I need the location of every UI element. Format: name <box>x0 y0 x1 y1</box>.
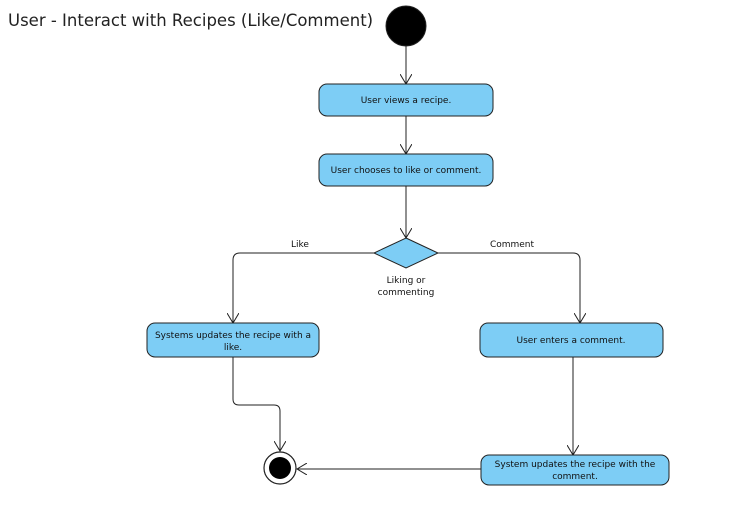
activity-system-updates-comment: System updates the recipe with the comme… <box>480 454 670 486</box>
activity-label: User enters a comment. <box>517 336 626 346</box>
edge-label-like: Like <box>291 240 309 250</box>
activity-label-line-2: comment. <box>552 472 598 482</box>
activity-view-recipe: User views a recipe. <box>318 83 494 117</box>
diagram-title: User - Interact with Recipes (Like/Comme… <box>8 11 373 30</box>
edge-label-comment: Comment <box>490 240 535 250</box>
final-node <box>263 451 297 485</box>
activity-label-line-2: like. <box>224 343 242 353</box>
activity-label-line-1: System updates the recipe with the <box>495 460 656 470</box>
activity-label: User chooses to like or comment. <box>331 166 482 176</box>
activity-system-updates-like: Systems updates the recipe with a like. <box>146 322 320 358</box>
activity-choose-like-or-comment: User chooses to like or comment. <box>318 153 494 187</box>
edge-decision-to-like <box>233 252 374 323</box>
activity-label: User views a recipe. <box>361 96 452 106</box>
activity-label-line-1: Systems updates the recipe with a <box>155 331 311 341</box>
decision-node: Liking or commenting <box>372 237 440 298</box>
decision-label-line-2: commenting <box>378 288 435 298</box>
edge-decision-to-comment <box>438 252 580 323</box>
decision-label-line-1: Liking or <box>387 276 426 286</box>
initial-node <box>385 5 427 47</box>
activity-user-enters-comment: User enters a comment. <box>479 322 664 358</box>
edge-like-update-to-end <box>232 357 280 451</box>
